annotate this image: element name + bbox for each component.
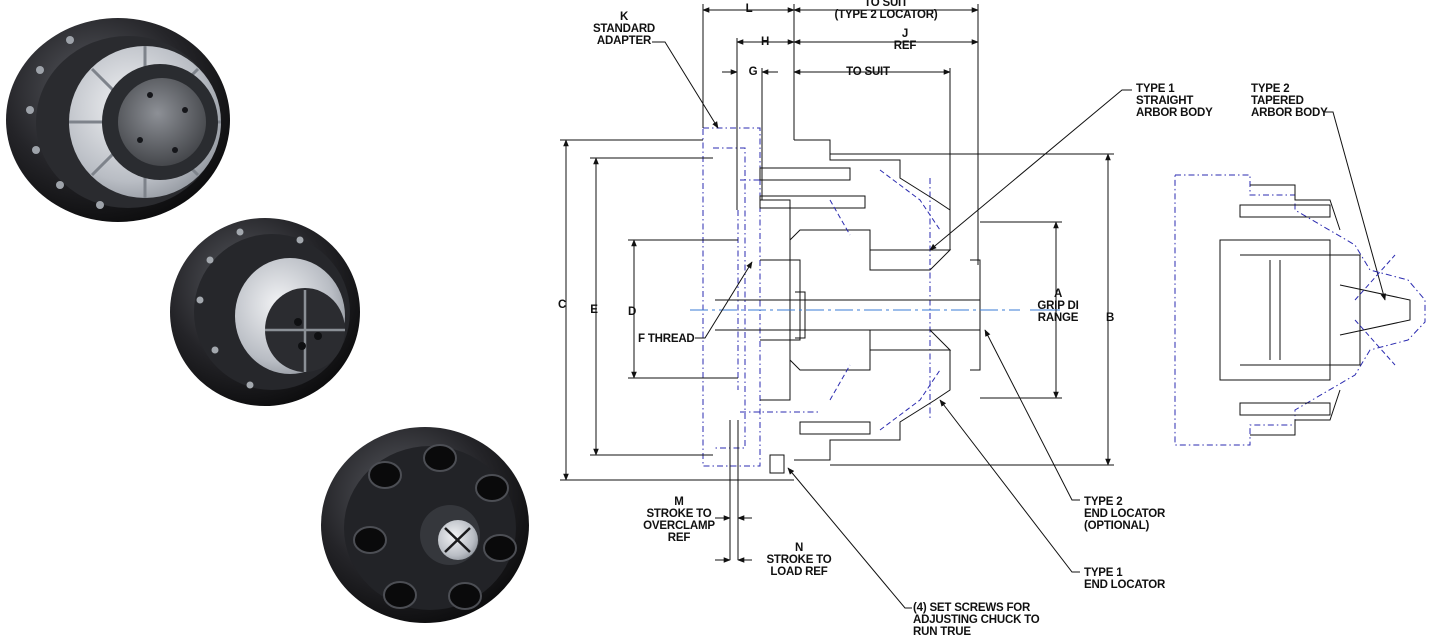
label-standard-adapter: K STANDARD ADAPTER	[592, 11, 656, 47]
label-dim-j-ref: J REF	[893, 28, 917, 52]
label-type1-end-locator: TYPE 1 END LOCATOR	[1084, 567, 1166, 591]
ported-chuck-photo	[321, 427, 529, 623]
label-dim-n-load: N STROKE TO LOAD REF	[766, 542, 832, 578]
type2-section-view	[1174, 174, 1426, 446]
label-type1-straight-arbor-body: TYPE 1 STRAIGHT ARBOR BODY	[1136, 83, 1213, 119]
label-dim-e: E	[590, 304, 598, 316]
label-grip-range: A GRIP DI RANGE	[1037, 288, 1079, 324]
label-type2-tapered-arbor-body: TYPE 2 TAPERED ARBOR BODY	[1251, 83, 1328, 119]
label-dim-m-overclamp: M STROKE TO OVERCLAMP REF	[643, 496, 715, 544]
main-section-view	[690, 127, 1060, 560]
label-to-suit: TO SUIT	[846, 66, 890, 78]
collet-chuck-photo	[170, 218, 360, 406]
label-dim-l: L	[745, 3, 753, 15]
label-set-screws: (4) SET SCREWS FOR ADJUSTING CHUCK TO RU…	[913, 602, 1040, 638]
label-dim-h: H	[760, 36, 770, 48]
label-dim-d: D	[627, 306, 637, 318]
label-f-thread: F THREAD	[638, 333, 695, 345]
label-dim-b: B	[1105, 312, 1115, 324]
arbor-chuck-photo	[6, 18, 230, 222]
label-dim-g: G	[748, 66, 758, 78]
leader-lines	[652, 41, 1387, 609]
label-to-suit-type2-locator: TO SUIT (TYPE 2 LOCATOR)	[834, 0, 938, 21]
label-type2-end-locator: TYPE 2 END LOCATOR (OPTIONAL)	[1084, 496, 1166, 532]
dimension-lines	[560, 4, 1114, 563]
label-dim-c: C	[557, 299, 567, 311]
